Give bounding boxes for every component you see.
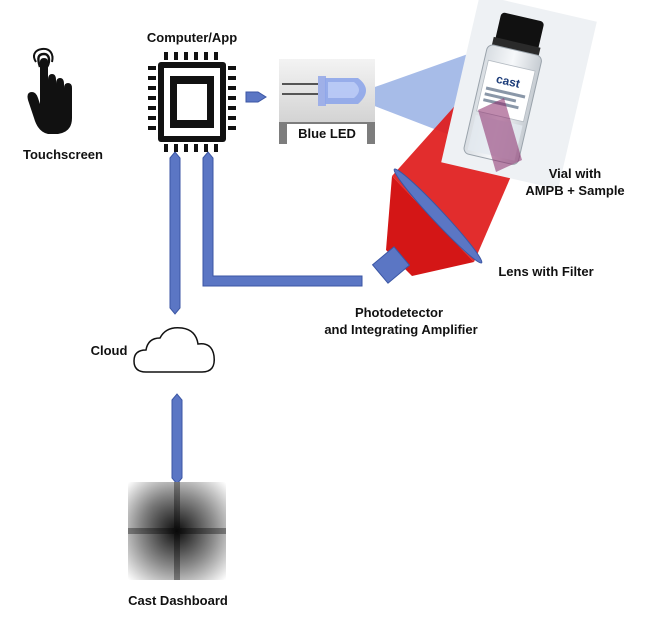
dashboard-label: Cast Dashboard: [128, 593, 228, 608]
lens-with-filter: [393, 168, 483, 264]
vial-label-line2: AMPB + Sample: [525, 183, 625, 198]
cast-dashboard-image: [128, 482, 226, 580]
vial-logo: cast: [495, 72, 522, 91]
photodetector-label-line2: and Integrating Amplifier: [324, 322, 478, 337]
hand-pointer-icon: [27, 47, 72, 134]
blue-led-label: Blue LED: [298, 126, 356, 141]
photodetector-label-line1: Photodetector: [354, 305, 444, 320]
vial-label-line1: Vial with: [548, 166, 602, 181]
detector-to-chip-connector: [202, 151, 363, 287]
lens-label: Lens with Filter: [498, 264, 594, 279]
photodetector: [371, 246, 411, 284]
beam-overlap: [478, 98, 522, 172]
touchscreen-label: Touchscreen: [23, 147, 103, 162]
connectors: [169, 91, 363, 485]
red-focus-beam: [386, 176, 474, 276]
computer-label: Computer/App: [146, 30, 238, 45]
blue-led-photo: [279, 59, 375, 144]
chip-to-cloud-connector: [169, 151, 181, 315]
cloud-label: Cloud: [90, 343, 128, 358]
cloud-icon: [133, 326, 215, 373]
chip-to-led-arrow: [245, 91, 267, 103]
cloud-to-dashboard-connector: [171, 393, 183, 485]
vial: cast: [441, 0, 597, 190]
microchip-icon: [148, 52, 236, 152]
